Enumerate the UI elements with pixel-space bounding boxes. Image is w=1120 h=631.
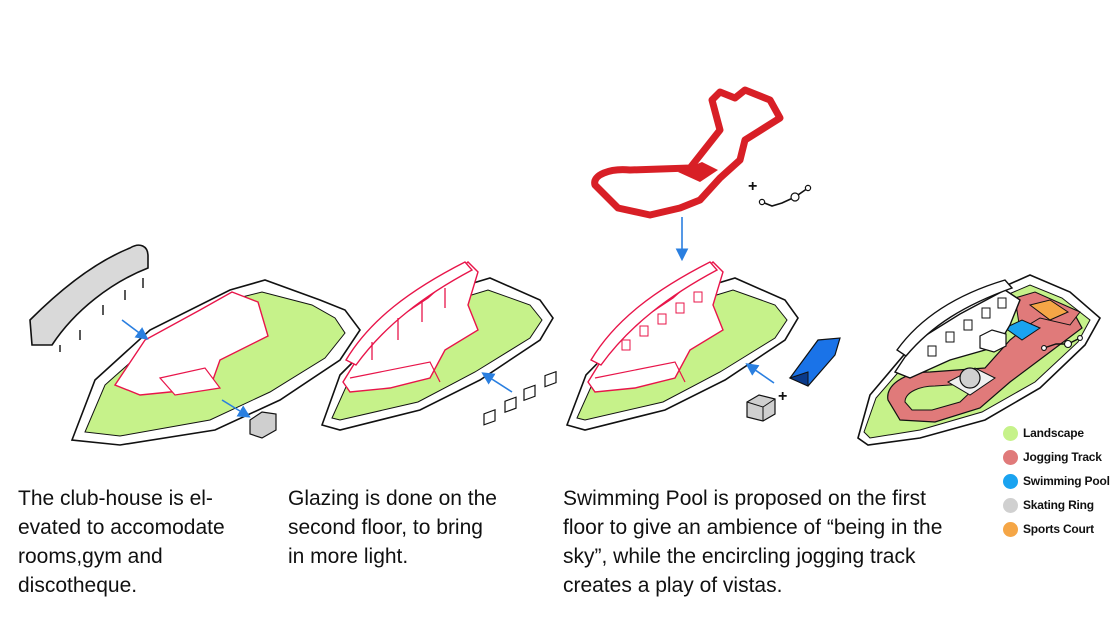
legend-item-swimming-pool: Swimming Pool [1003,469,1120,493]
jogging-track-spur [678,162,718,182]
step3-diagram: + + [565,86,841,431]
building-block [342,261,479,393]
legend-item-landscape: Landscape [1003,421,1120,445]
legend-item-jogging-track: Jogging Track [1003,445,1120,469]
legend-swatch [1003,521,1018,537]
path-connector-icon [1043,337,1081,349]
arrow-in-3 [745,363,775,384]
arrow-in-2 [481,372,513,393]
caption-step-3: Swimming Pool is proposed on the first f… [563,487,943,597]
plus-icon: + [778,388,787,405]
path-connector-icon [761,187,809,207]
glazing-panels-icon [483,370,557,426]
building-block [587,261,724,393]
cube-block [746,394,776,422]
legend-swatch [1003,425,1018,441]
legend-label: Sports Court [1023,522,1094,536]
step1-diagram [29,244,361,446]
swimming-pool [1004,319,1042,341]
legend-label: Swimming Pool [1023,474,1110,488]
clubhouse-canopy [590,261,719,366]
step2-diagram [320,261,557,431]
removed-block [249,411,277,439]
caption-step-2: Glazing is done on the second floor, to … [288,487,497,568]
legend-swatch [1003,449,1018,465]
arrow-down-1 [121,319,149,340]
legend-label: Jogging Track [1023,450,1102,464]
jogging-track-loop [591,86,784,219]
legend-item-sports-court: Sports Court [1003,517,1120,541]
legend-swatch [1003,473,1018,489]
legend: Landscape Jogging Track Swimming Pool Sk… [1003,421,1120,541]
caption-step-1: The club-house is el- evated to accomoda… [18,487,225,597]
legend-item-skating-ring: Skating Ring [1003,493,1120,517]
sports-court [1028,299,1070,321]
arrow-out-1 [221,399,251,418]
legend-label: Landscape [1023,426,1084,440]
legend-label: Skating Ring [1023,498,1094,512]
clubhouse-canopy [896,279,1014,357]
plus-icon: + [748,178,757,195]
cube-block [979,329,1007,353]
clubhouse-canopy [345,261,474,366]
skating-ring [959,367,981,389]
building-wing [158,367,222,396]
clubhouse-floor [29,244,149,346]
building-block [113,291,269,396]
legend-swatch [1003,497,1018,513]
step4-diagram [857,274,1102,446]
